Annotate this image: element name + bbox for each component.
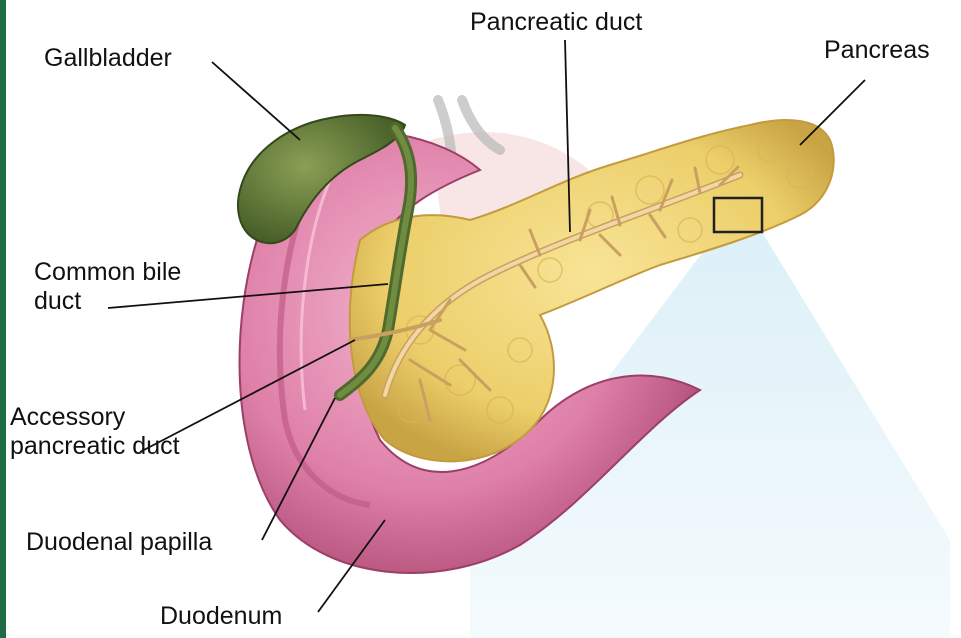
label-common-bile-duct: Common bile duct bbox=[34, 258, 181, 316]
label-common-bile-duct-line2: duct bbox=[34, 287, 181, 316]
label-duodenum: Duodenum bbox=[160, 602, 282, 631]
label-pancreas: Pancreas bbox=[824, 36, 930, 65]
leader-pancreas bbox=[800, 80, 865, 145]
label-pancreatic-duct: Pancreatic duct bbox=[470, 8, 642, 37]
label-accessory-line2: pancreatic duct bbox=[10, 432, 180, 461]
label-gallbladder: Gallbladder bbox=[44, 44, 172, 73]
label-accessory-line1: Accessory bbox=[10, 403, 180, 432]
label-common-bile-duct-line1: Common bile bbox=[34, 258, 181, 287]
label-duodenal-papilla: Duodenal papilla bbox=[26, 528, 212, 557]
label-accessory-pancreatic-duct: Accessory pancreatic duct bbox=[10, 403, 180, 461]
leader-gallbladder bbox=[212, 62, 300, 140]
